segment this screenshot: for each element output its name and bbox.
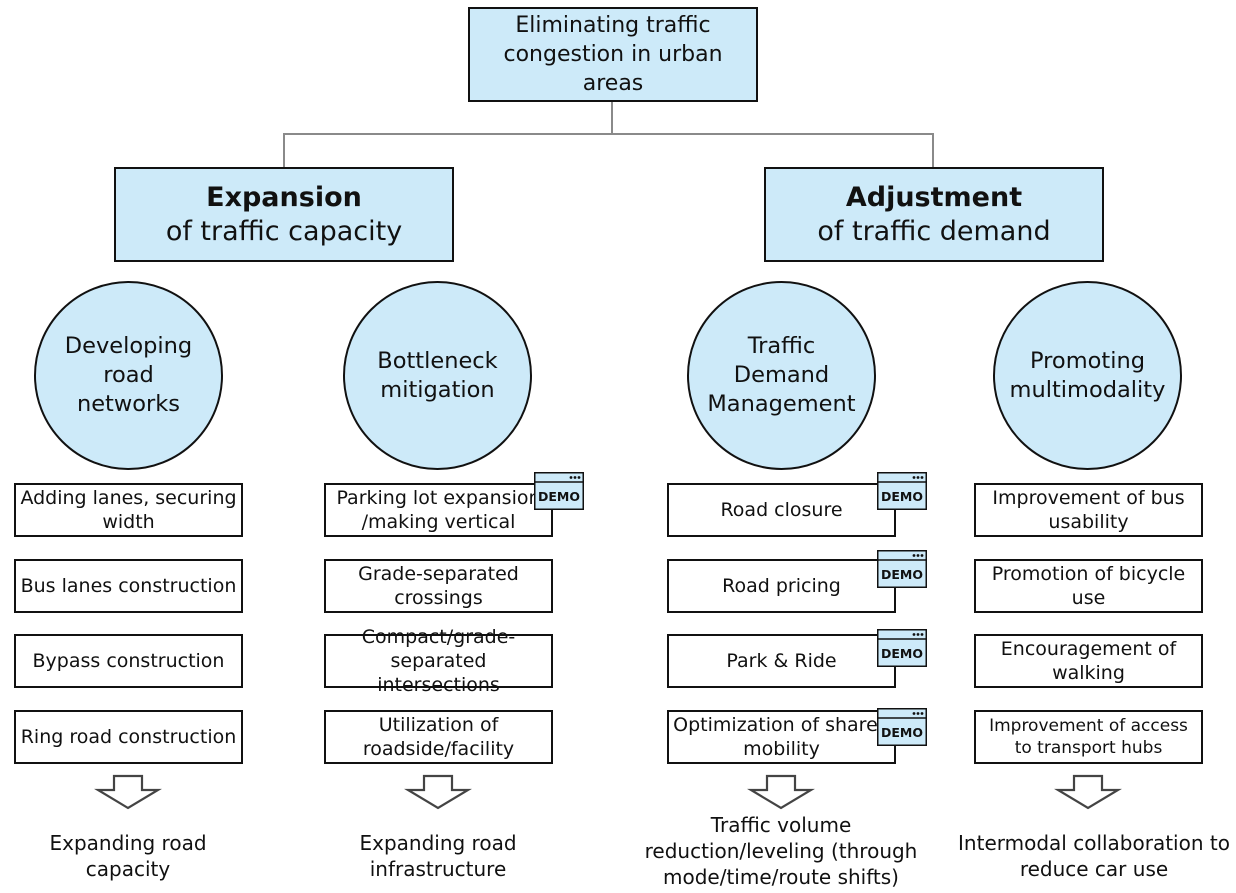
outcome-label: Intermodal collaboration to reduce car u… (958, 831, 1230, 881)
category-adjustment-box: Adjustment of traffic demand (764, 167, 1104, 262)
category-expansion-subtitle: of traffic capacity (165, 215, 403, 247)
outcome-traffic-volume-reduction: Traffic volume reduction/leveling (throu… (628, 812, 934, 890)
item-label: Improvement of access to transport hubs (989, 716, 1188, 758)
item-label: Compact/grade-separated intersections (361, 626, 516, 696)
outcome-expanding-road-infrastructure: Expanding road infrastructure (338, 830, 538, 882)
category-adjustment-subtitle: of traffic demand (817, 215, 1051, 247)
item-box: Bus lanes construction (14, 559, 243, 613)
circle-promoting-multimodality: Promoting multimodality (993, 281, 1182, 470)
category-expansion-box: Expansion of traffic capacity (114, 167, 454, 262)
demo-badge-icon[interactable]: DEMO (534, 472, 584, 510)
item-box: Road closure (667, 483, 896, 537)
item-box: Bypass construction (14, 634, 243, 688)
outcome-label: Expanding road infrastructure (359, 831, 517, 881)
circle-label: Promoting multimodality (1009, 347, 1166, 403)
demo-badge-label: DEMO (881, 646, 923, 661)
demo-badge-icon[interactable]: DEMO (877, 472, 927, 510)
demo-badge-icon[interactable]: DEMO (877, 550, 927, 588)
outcome-label: Expanding road capacity (49, 831, 207, 881)
item-box: Improvement of bus usability (974, 483, 1203, 537)
circle-traffic-demand-management: Traffic Demand Management (687, 281, 876, 470)
item-label: Bus lanes construction (20, 575, 237, 597)
item-label: Ring road construction (20, 726, 237, 748)
item-label: Road closure (720, 499, 843, 521)
item-label: Improvement of bus usability (992, 487, 1185, 533)
demo-badge-label: DEMO (881, 725, 923, 740)
item-box: Road pricing (667, 559, 896, 613)
connector-root-adjustment (612, 133, 934, 167)
item-label: Park & Ride (726, 650, 837, 672)
item-label: Promotion of bicycle use (991, 563, 1186, 609)
demo-badge-label: DEMO (538, 489, 580, 504)
demo-badge-icon[interactable]: DEMO (877, 708, 927, 746)
circle-developing-road-networks: Developing road networks (34, 281, 223, 470)
item-box: Ring road construction (14, 710, 243, 764)
root-box: Eliminating traffic congestion in urban … (468, 7, 758, 102)
item-box: Grade-separated crossings (324, 559, 553, 613)
arrow-down-icon (747, 774, 815, 810)
outcome-intermodal-collaboration: Intermodal collaboration to reduce car u… (958, 830, 1230, 882)
item-label: Grade-separated crossings (358, 563, 519, 609)
item-label: Encouragement of walking (1000, 638, 1177, 684)
category-adjustment-title: Adjustment (845, 181, 1023, 213)
arrow-down-icon (94, 774, 162, 810)
item-box: Compact/grade-separated intersections (324, 626, 553, 696)
outcome-label: Traffic volume reduction/leveling (throu… (644, 813, 918, 889)
item-label: Optimization of shared mobility (673, 714, 890, 760)
item-box: Promotion of bicycle use (974, 559, 1203, 613)
item-label: Adding lanes, securing width (20, 487, 237, 533)
circle-label: Traffic Demand Management (707, 333, 856, 417)
item-box: Park & Ride (667, 634, 896, 688)
demo-badge-label: DEMO (881, 489, 923, 504)
demo-badge-icon[interactable]: DEMO (877, 629, 927, 667)
item-box: Optimization of shared mobility (667, 710, 896, 764)
circle-label: Developing road networks (64, 333, 193, 417)
demo-badge-label: DEMO (881, 567, 923, 582)
arrow-down-icon (404, 774, 472, 810)
root-label: Eliminating traffic congestion in urban … (503, 13, 723, 96)
circle-bottleneck-mitigation: Bottleneck mitigation (343, 281, 532, 470)
item-label: Utilization of roadside/facility (362, 714, 515, 760)
item-box: Improvement of access to transport hubs (974, 710, 1203, 764)
item-box: Encouragement of walking (974, 634, 1203, 688)
category-expansion-title: Expansion (206, 181, 362, 213)
connector-root-expansion (283, 102, 613, 167)
circle-label: Bottleneck mitigation (377, 347, 498, 403)
item-box: Adding lanes, securing width (14, 483, 243, 537)
item-label: Parking lot expansion /making vertical (336, 487, 541, 533)
item-box: Utilization of roadside/facility (324, 710, 553, 764)
item-label: Bypass construction (32, 650, 225, 672)
arrow-down-icon (1054, 774, 1122, 810)
item-label: Road pricing (722, 575, 841, 597)
item-box: Parking lot expansion /making vertical (324, 483, 553, 537)
outcome-expanding-road-capacity: Expanding road capacity (28, 830, 228, 882)
